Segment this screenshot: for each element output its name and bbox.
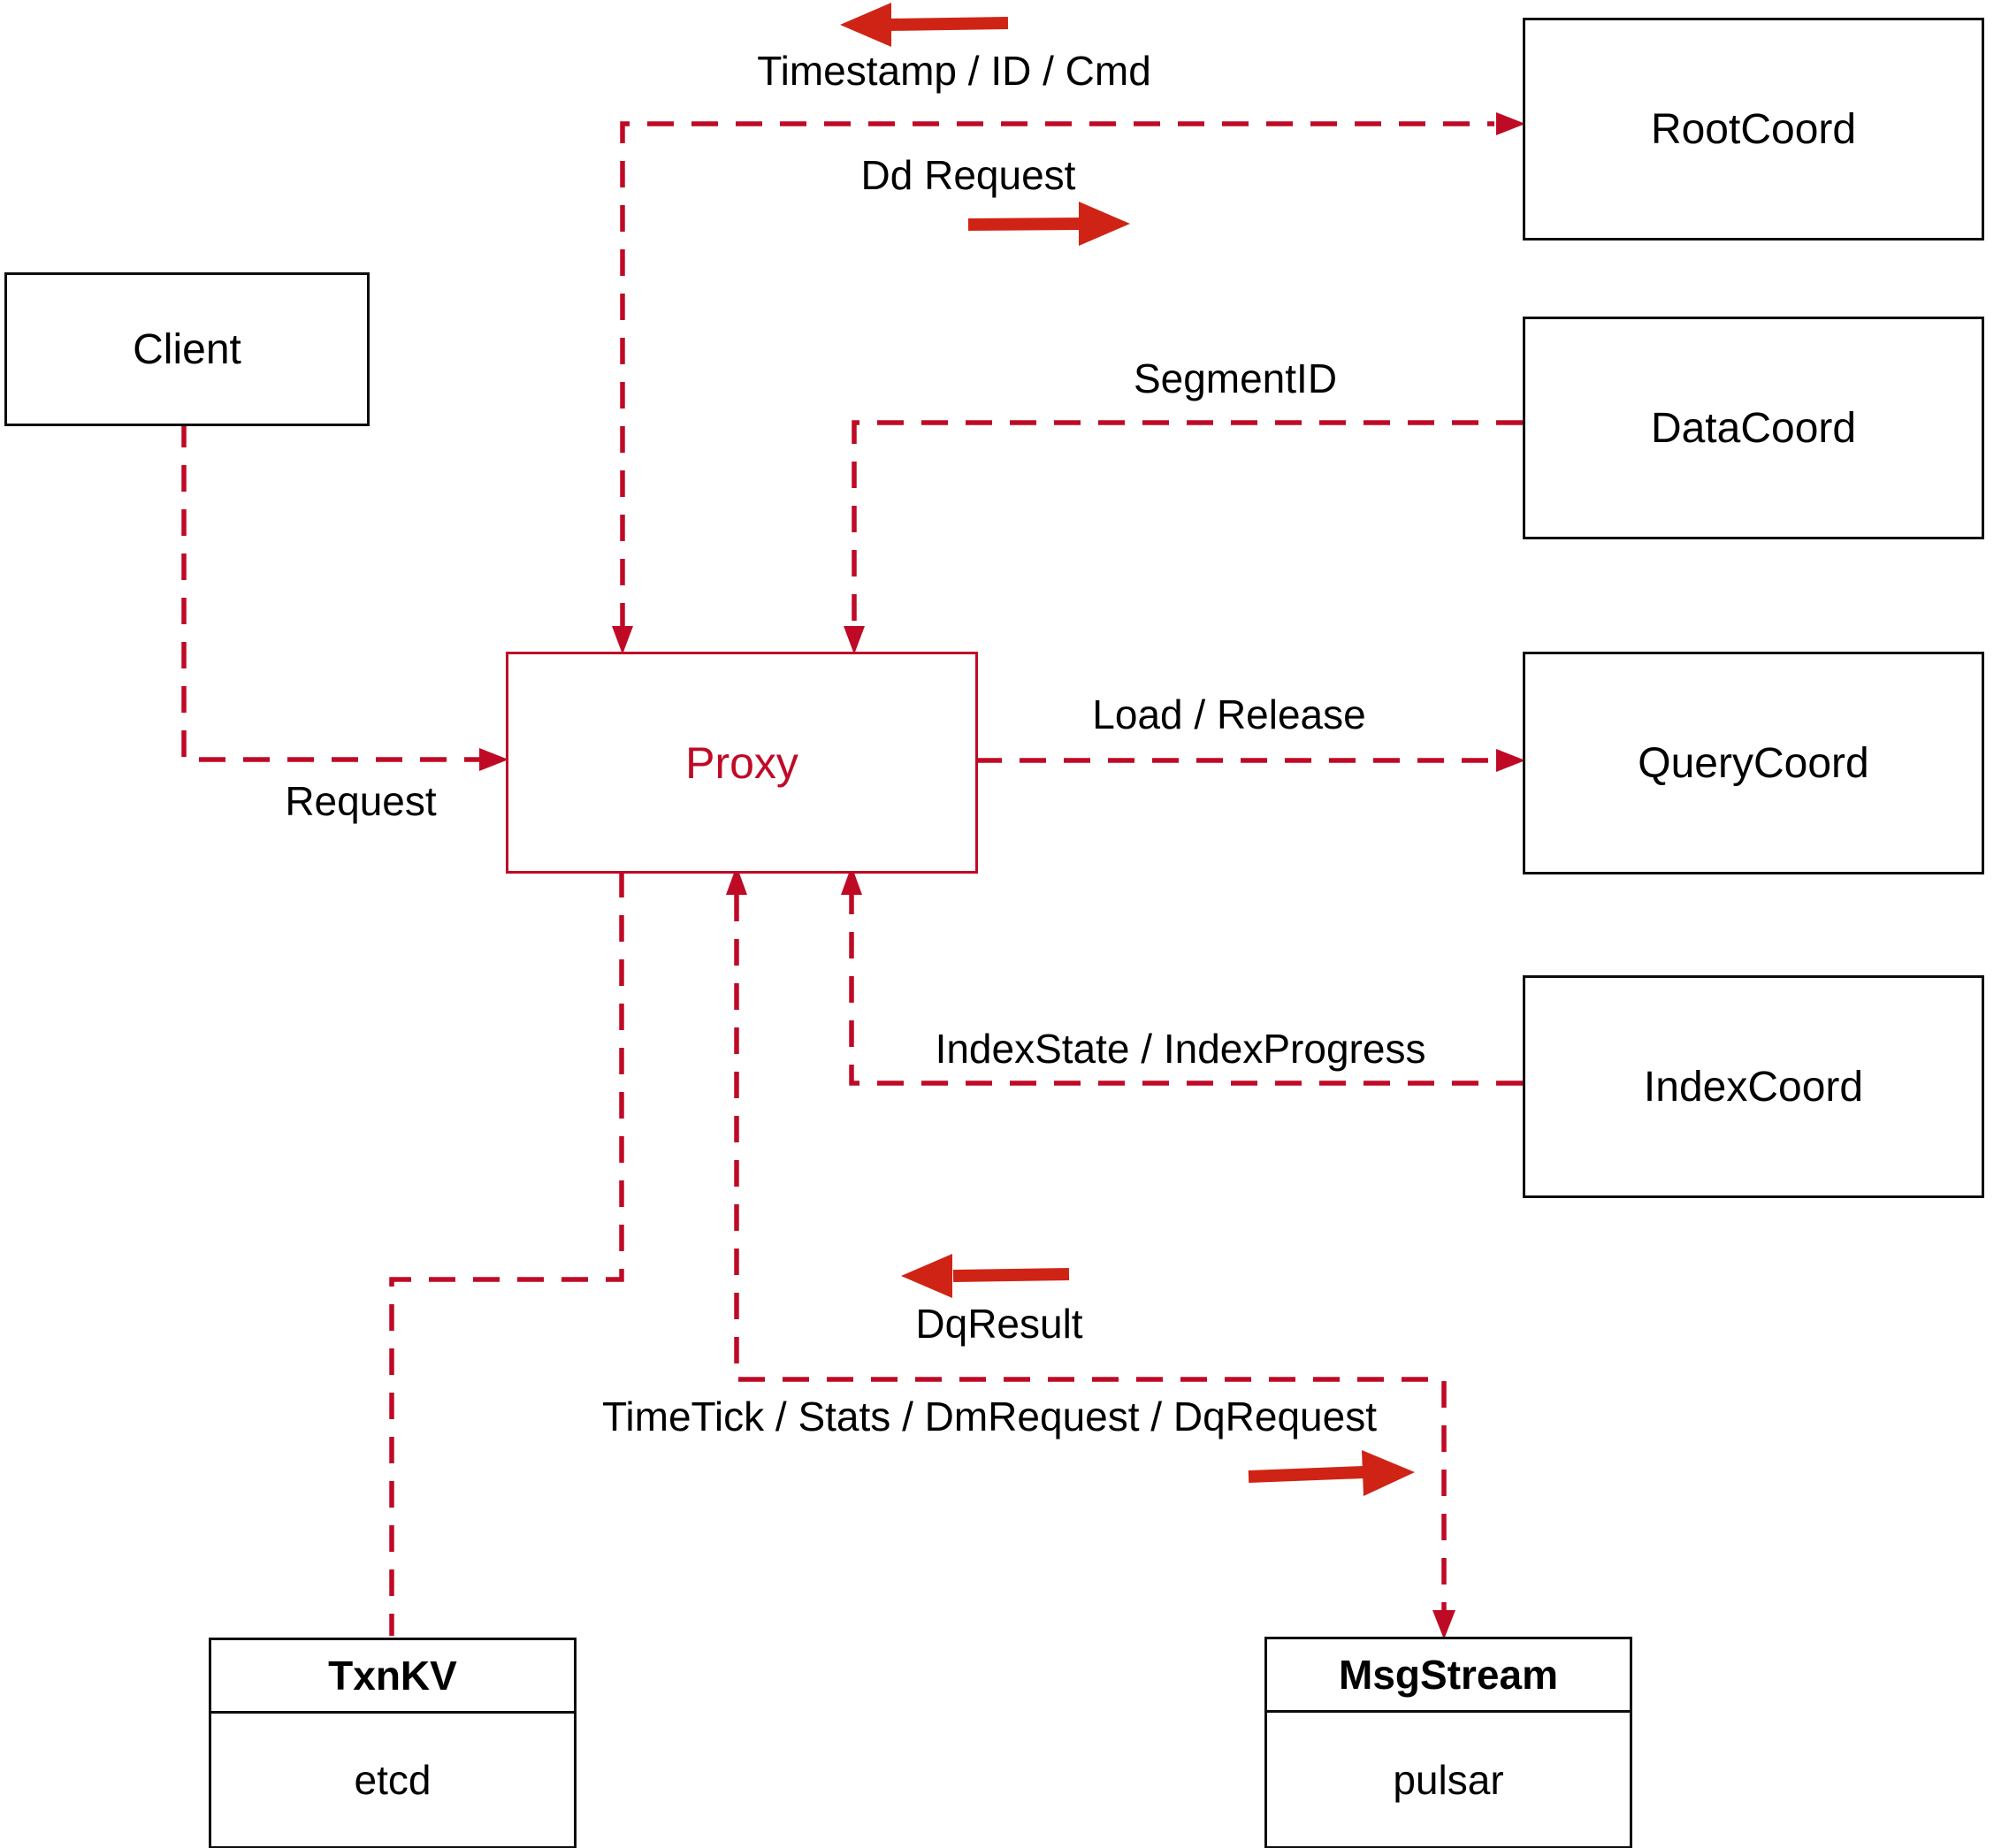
- edge-label-timestamp-id-cmd: Timestamp / ID / Cmd: [757, 48, 1151, 94]
- edge-label-request: Request: [285, 778, 437, 824]
- edge-proxy-txnkv: [389, 871, 624, 1636]
- node-msgstream-subtitle: pulsar: [1393, 1756, 1504, 1803]
- node-rootcoord-label: RootCoord: [1650, 105, 1857, 153]
- edge-indexcoord-proxy: [849, 895, 1523, 1086]
- edge-label-time-tick: TimeTick / Stats / DmRequest / DqRequest: [602, 1394, 1377, 1439]
- arrowhead-into-rootcoord: [1496, 112, 1525, 135]
- node-proxy-label: Proxy: [685, 737, 798, 788]
- arrow-left-icon-timestamp: [840, 3, 1009, 47]
- node-datacoord-label: DataCoord: [1650, 404, 1857, 452]
- node-txnkv: TxnKV etcd: [209, 1638, 577, 1848]
- edge-label-dq-result: DqResult: [915, 1301, 1083, 1347]
- edge-label-load-release: Load / Release: [1092, 691, 1366, 737]
- node-indexcoord: IndexCoord: [1523, 975, 1984, 1198]
- node-indexcoord-label: IndexCoord: [1643, 1063, 1864, 1111]
- edge-label-index-state: IndexState / IndexProgress: [935, 1026, 1426, 1072]
- node-querycoord-label: QueryCoord: [1638, 739, 1869, 787]
- node-querycoord: QueryCoord: [1523, 652, 1984, 874]
- node-datacoord: DataCoord: [1523, 317, 1984, 539]
- arrowhead-into-proxy-from-client: [479, 748, 508, 771]
- arrow-right-icon-dd-request: [967, 202, 1130, 246]
- edge-proxy-msgstream: [734, 895, 1447, 1611]
- node-msgstream-title: MsgStream: [1267, 1639, 1630, 1713]
- node-proxy: Proxy: [506, 652, 978, 874]
- arrowhead-into-proxy-from-indexcoord: [841, 866, 862, 895]
- node-client-label: Client: [133, 325, 241, 373]
- arrowhead-into-proxy-from-datacoord: [844, 626, 865, 654]
- arrowhead-into-msgstream: [1432, 1610, 1455, 1639]
- node-txnkv-title: TxnKV: [211, 1640, 574, 1714]
- node-client: Client: [4, 272, 370, 426]
- edge-label-dd-request: Dd Request: [860, 152, 1076, 198]
- arrow-left-icon-dqresult: [901, 1254, 1070, 1298]
- arrow-right-icon-timetick: [1248, 1450, 1415, 1496]
- edge-client-proxy: [181, 421, 479, 762]
- node-msgstream: MsgStream pulsar: [1264, 1637, 1632, 1848]
- node-txnkv-subtitle: etcd: [354, 1757, 432, 1803]
- edge-proxy-rootcoord: [620, 121, 1494, 630]
- node-rootcoord: RootCoord: [1523, 18, 1984, 241]
- arrowhead-into-proxy-from-rootcoord: [612, 626, 633, 654]
- edge-datacoord-proxy: [852, 420, 1523, 630]
- edge-label-segment-id: SegmentID: [1133, 355, 1338, 401]
- arrowhead-into-proxy-from-msgstream: [726, 866, 747, 895]
- arrowhead-into-querycoord: [1496, 749, 1525, 772]
